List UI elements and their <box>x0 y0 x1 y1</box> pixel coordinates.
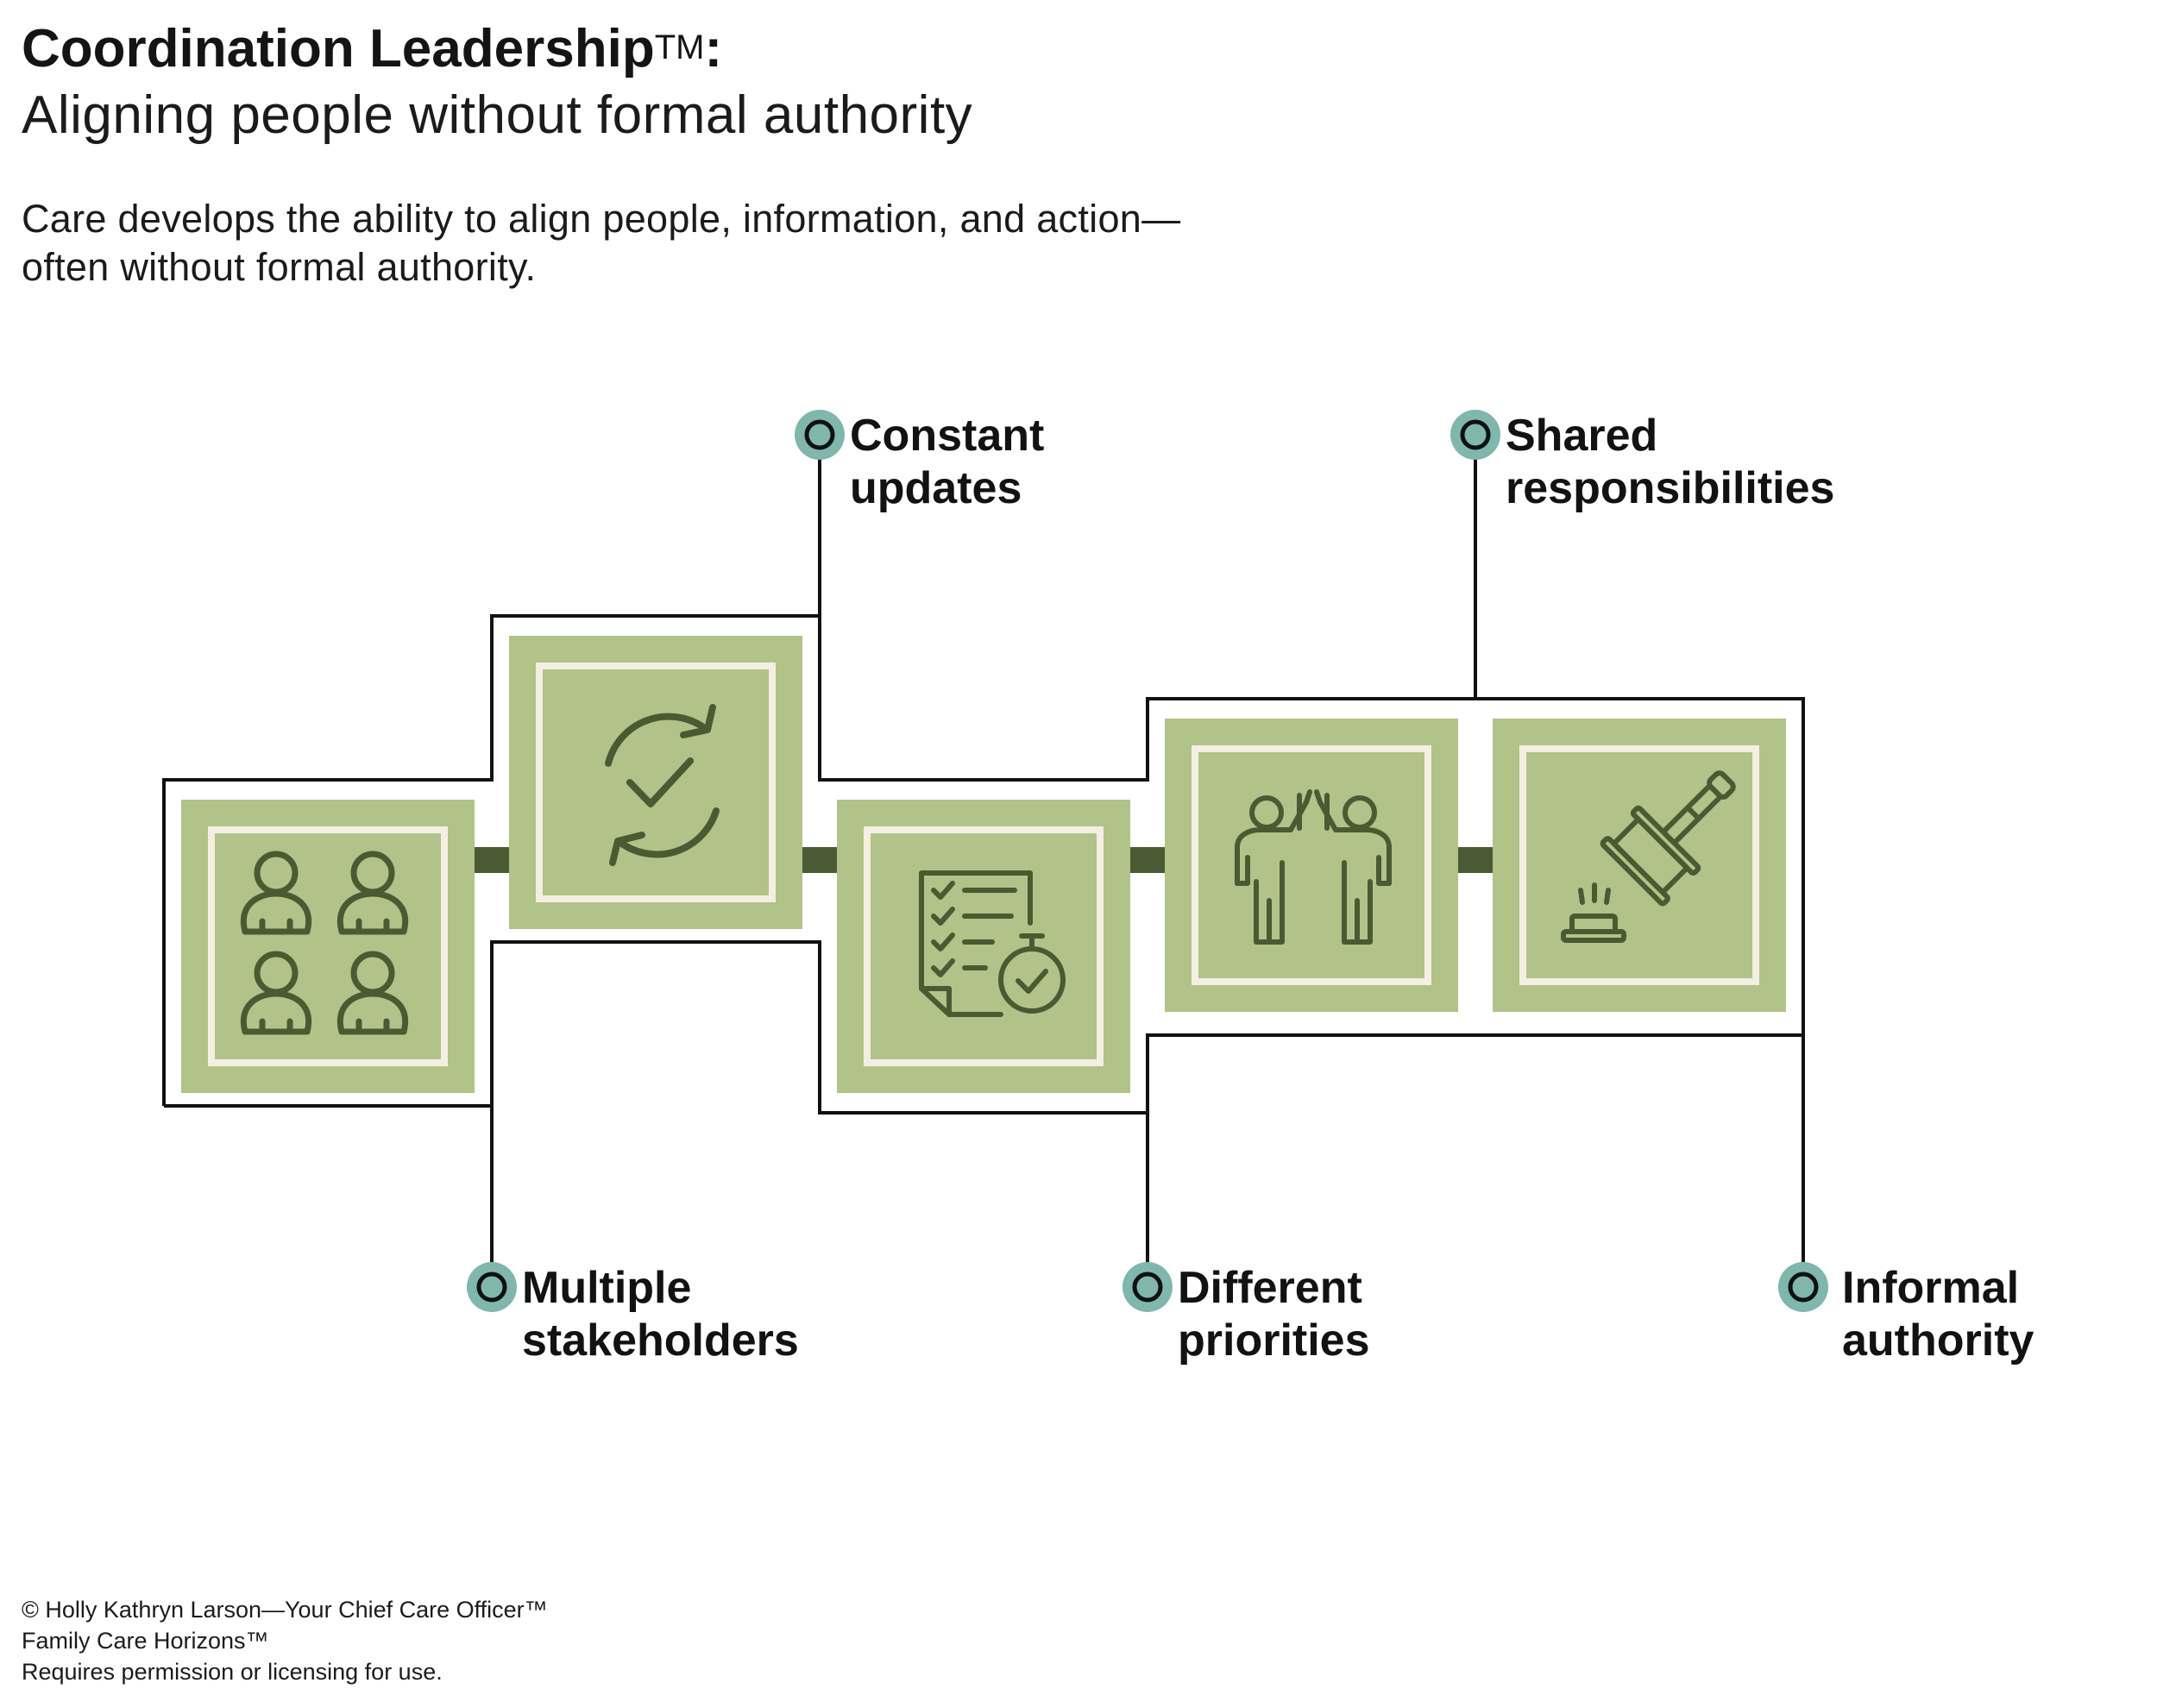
label-multiple-stakeholders-line-2: stakeholders <box>522 1316 799 1366</box>
gavel-icon <box>1561 770 1736 943</box>
footer-line-2: Family Care Horizons™ <box>22 1628 269 1654</box>
label-constant-updates: Constant updates <box>850 410 1044 515</box>
label-constant-updates-line-2: updates <box>850 463 1022 513</box>
people-group-icon <box>240 851 409 1035</box>
tile-constant-updates <box>509 636 802 929</box>
label-different-priorities-line-2: priorities <box>1178 1316 1370 1366</box>
label-informal-authority: Informal authority <box>1842 1262 2034 1367</box>
outline-bottom <box>164 940 1803 1115</box>
title-text: Coordination Leadership <box>22 19 655 78</box>
intro-text: Care develops the ability to align peopl… <box>22 195 1180 292</box>
intro-line-1: Care develops the ability to align peopl… <box>22 197 1181 241</box>
label-different-priorities-line-1: Different <box>1178 1263 1362 1313</box>
title-colon: : <box>704 19 723 78</box>
label-informal-authority-line-1: Informal <box>1842 1263 2020 1313</box>
tile-informal-authority <box>1493 719 1786 1012</box>
label-informal-authority-line-2: authority <box>1842 1316 2034 1366</box>
marker-constant-updates <box>795 410 845 460</box>
copyright-footer: © Holly Kathryn Larson—Your Chief Care O… <box>22 1594 548 1687</box>
trademark-mark: TM <box>654 28 705 66</box>
label-constant-updates-line-1: Constant <box>850 411 1045 461</box>
page-subtitle: Aligning people without formal authority <box>22 85 973 145</box>
label-shared-responsibilities-line-1: Shared <box>1506 411 1658 461</box>
label-multiple-stakeholders-line-1: Multiple <box>522 1263 692 1313</box>
tile-multiple-stakeholders <box>181 800 475 1093</box>
label-shared-responsibilities: Shared responsibilities <box>1506 410 1834 515</box>
footer-line-3: Requires permission or licensing for use… <box>22 1659 443 1685</box>
marker-different-priorities <box>1123 1262 1173 1312</box>
marker-shared-responsibilities <box>1450 410 1500 460</box>
refresh-check-icon <box>605 704 720 866</box>
page-title: Coordination LeadershipTM: <box>22 19 722 79</box>
high-five-icon <box>1235 789 1392 945</box>
label-shared-responsibilities-line-2: responsibilities <box>1506 463 1835 513</box>
label-different-priorities: Different priorities <box>1178 1262 1370 1367</box>
outline-frame <box>162 435 1805 1287</box>
markers <box>467 410 1828 1312</box>
checklist-stopwatch-icon <box>919 870 1066 1017</box>
marker-multiple-stakeholders <box>467 1262 517 1312</box>
label-multiple-stakeholders: Multiple stakeholders <box>522 1262 799 1367</box>
marker-informal-authority <box>1778 1262 1828 1312</box>
footer-line-1: © Holly Kathryn Larson—Your Chief Care O… <box>22 1597 548 1623</box>
tile-shared-responsibilities <box>1165 719 1458 1012</box>
intro-line-2: often without formal authority. <box>22 245 537 289</box>
tile-different-priorities <box>837 800 1130 1093</box>
